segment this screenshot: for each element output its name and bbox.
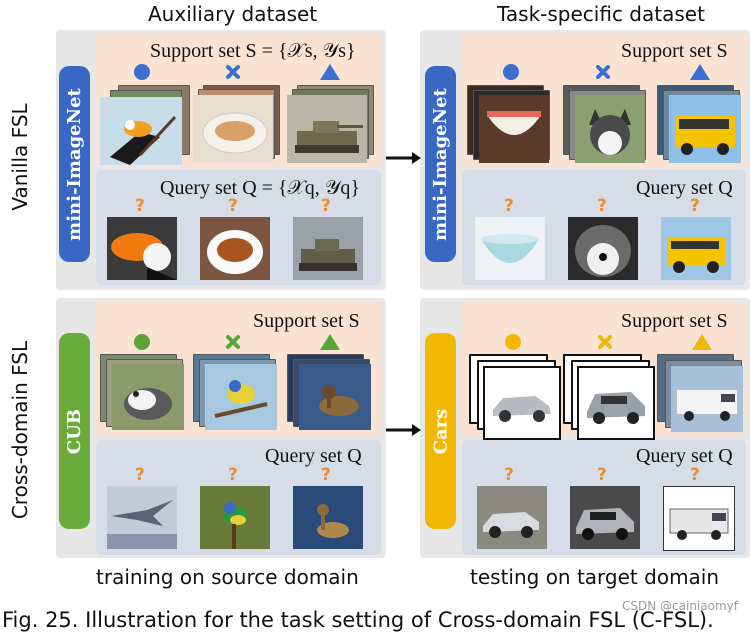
jay-bird-image: [205, 364, 277, 430]
query-albatross-image: [107, 486, 177, 549]
circle-icon: [504, 333, 522, 351]
query-suv-image: [570, 486, 640, 549]
query-bus-image: [661, 217, 731, 280]
query-van-image: [663, 486, 735, 551]
tank-image: [287, 95, 367, 163]
support-set-label: Support set S: [253, 310, 360, 332]
dataset-pill-top-right: mini-ImageNet: [425, 66, 456, 262]
watermark: CSDN @cainiaomyf: [622, 599, 738, 613]
support-image-stack: [287, 354, 377, 434]
cross-icon: [598, 335, 612, 349]
husky-image: [575, 95, 645, 163]
circle-icon: [133, 333, 151, 351]
query-sedan-image: [477, 486, 547, 549]
triangle-icon: [689, 63, 711, 81]
question-mark: ?: [321, 465, 331, 485]
support-image-stack: [193, 85, 283, 165]
triangle-icon: [319, 333, 341, 351]
question-mark: ?: [228, 196, 238, 216]
top-row-title: Vanilla FSL: [8, 103, 32, 211]
support-image-stack: [563, 354, 655, 440]
query-set-label: Query set Q: [636, 177, 733, 199]
query-husky-image: [568, 217, 638, 280]
support-image-stack: [100, 354, 190, 434]
question-mark: ?: [135, 465, 145, 485]
right-column-title: Task-specific dataset: [497, 2, 705, 26]
cross-icon: [226, 335, 240, 349]
query-grebe-image: [293, 486, 363, 549]
support-image-stack: [563, 85, 653, 165]
left-column-title: Auxiliary dataset: [148, 2, 318, 26]
question-mark: ?: [690, 196, 700, 216]
question-mark: ?: [597, 465, 607, 485]
support-set-label: Support set S = {𝒳s, 𝒴s}: [150, 40, 356, 62]
question-mark: ?: [321, 196, 331, 216]
dataset-pill-bottom-right: Cars: [425, 333, 456, 529]
sedan-image: [483, 366, 561, 440]
support-set-label: Support set S: [621, 310, 728, 332]
grebe-image: [299, 364, 371, 430]
triangle-icon: [691, 333, 713, 351]
van-image: [671, 366, 743, 432]
cross-icon: [226, 65, 240, 79]
right-arrow-icon: [384, 422, 422, 438]
suv-image: [577, 366, 655, 440]
query-toucan-image: [107, 217, 177, 280]
circle-icon: [502, 63, 520, 81]
cross-icon: [596, 65, 610, 79]
right-arrow-icon: [384, 150, 422, 166]
toucan-image: [100, 97, 182, 165]
seabird-image: [112, 364, 184, 430]
question-mark: ?: [504, 465, 514, 485]
left-bottom-label: training on source domain: [96, 565, 359, 589]
dataset-label: CUB: [64, 408, 85, 454]
dataset-pill-bottom-left: CUB: [59, 333, 90, 529]
query-set-label: Query set Q = {𝒳q, 𝒴q}: [160, 177, 360, 199]
support-image-stack: [287, 85, 377, 165]
dataset-label: mini-ImageNet: [430, 87, 452, 241]
food-bowl-image: [193, 95, 273, 163]
query-set-label: Query set Q: [636, 445, 733, 467]
support-image-stack: [100, 85, 190, 165]
query-jay-image: [200, 486, 270, 549]
question-mark: ?: [228, 465, 238, 485]
bowl-image: [479, 95, 549, 163]
query-tank-image: [293, 217, 363, 280]
bottom-row-title: Cross-domain FSL: [8, 340, 32, 520]
support-image-stack: [469, 354, 561, 440]
query-soup-image: [200, 217, 270, 280]
dataset-label: Cars: [430, 408, 452, 454]
support-image-stack: [657, 354, 747, 440]
query-set-label: Query set Q: [265, 445, 362, 467]
triangle-icon: [319, 63, 341, 81]
figure-caption: Fig. 25. Illustration for the task setti…: [2, 608, 714, 632]
circle-icon: [133, 63, 151, 81]
school-bus-image: [669, 95, 741, 163]
question-mark: ?: [690, 465, 700, 485]
right-bottom-label: testing on target domain: [470, 565, 720, 589]
question-mark: ?: [504, 196, 514, 216]
support-image-stack: [193, 354, 283, 434]
support-image-stack: [657, 85, 747, 165]
dataset-label: mini-ImageNet: [64, 87, 86, 241]
question-mark: ?: [135, 196, 145, 216]
support-set-label: Support set S: [621, 40, 728, 62]
question-mark: ?: [597, 196, 607, 216]
dataset-pill-top-left: mini-ImageNet: [59, 66, 90, 262]
query-bowl-image: [475, 217, 545, 280]
support-image-stack: [467, 85, 557, 165]
